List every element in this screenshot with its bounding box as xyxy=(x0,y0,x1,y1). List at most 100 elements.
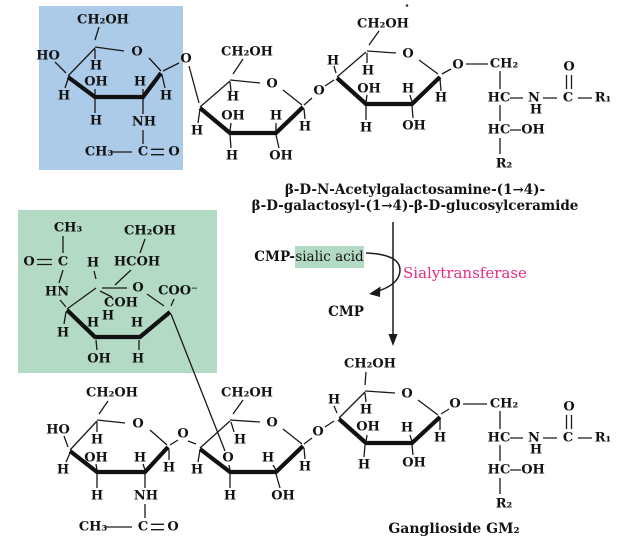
atom-label: H xyxy=(134,75,146,90)
atom-label: OH xyxy=(402,456,426,471)
atom-label: OH xyxy=(271,489,295,504)
atom-label: N xyxy=(528,431,540,446)
atom-label: OH xyxy=(87,352,111,367)
atom-label: R₂ xyxy=(496,157,513,172)
atom-label: CH₂OH xyxy=(221,386,273,401)
atom-label: OH xyxy=(269,149,293,164)
atom-label: O xyxy=(312,425,323,440)
atom-label: H xyxy=(234,433,246,448)
atom-label: C xyxy=(563,91,573,106)
bold-bond-layer xyxy=(65,71,442,475)
atom-label: H xyxy=(435,91,447,106)
atom-label: H xyxy=(132,352,144,367)
atom-label: C xyxy=(563,431,573,446)
atom-label: OH xyxy=(84,451,108,466)
atom-label: H xyxy=(87,256,99,271)
cmp-byproduct-label: CMP xyxy=(328,304,364,320)
atom-label: CH₃ xyxy=(54,221,83,236)
atom-label: H xyxy=(90,59,102,74)
atom-label: COH xyxy=(104,296,138,311)
atom-label: COO⁻ xyxy=(158,284,198,299)
atom-label: C xyxy=(138,520,148,535)
atom-label: H xyxy=(530,103,542,118)
atom-label: CH₂OH xyxy=(357,17,409,32)
atom-label: H xyxy=(270,109,282,124)
atom-label: H xyxy=(58,89,70,104)
atom-label: H xyxy=(401,421,413,436)
atom-label: H xyxy=(226,149,238,164)
atom-label: H xyxy=(87,316,99,331)
atom-label: OH xyxy=(402,119,426,134)
sialic-acid-highlight: sialic acid xyxy=(295,246,364,268)
atom-label: O xyxy=(132,281,143,296)
atom-label: O xyxy=(177,427,188,442)
atom-label: OH xyxy=(84,75,108,90)
atom-label: CH₂OH xyxy=(344,357,396,372)
substrate-caption-line1: β-D-N-Acetylgalactosamine-(1→4)- xyxy=(284,182,546,198)
atom-label: O xyxy=(131,45,142,60)
atom-label: H xyxy=(91,433,103,448)
atom-label: O xyxy=(167,520,178,535)
atom-label: CH₂OH xyxy=(124,224,176,239)
atom-label: HN xyxy=(45,285,69,300)
atom-label: H xyxy=(327,54,339,69)
atom-label: H xyxy=(160,89,172,104)
atom-label: O xyxy=(266,77,277,92)
atom-label: CH₂OH xyxy=(86,386,138,401)
atom-label: OH xyxy=(521,123,545,138)
atom-label: H xyxy=(358,458,370,473)
atom-label: H xyxy=(434,431,446,446)
atom-label: O xyxy=(222,451,233,466)
atom-label: CH₂OH xyxy=(221,45,273,60)
enzyme-label: Sialytransferase xyxy=(403,264,527,282)
atom-label: R₁ xyxy=(595,91,612,106)
atom-label: H xyxy=(362,64,374,79)
atom-label: N xyxy=(528,91,540,106)
atom-label: HC xyxy=(488,91,511,106)
atom-label: H xyxy=(102,309,114,324)
atom-label: O xyxy=(452,58,463,73)
atom-label: CH₂ xyxy=(490,397,518,412)
atom-label: HO xyxy=(36,49,60,64)
atom-label: H xyxy=(131,316,143,331)
atom-label: H xyxy=(134,451,146,466)
atom-label: CH₂ xyxy=(490,57,518,72)
atom-label: O xyxy=(266,416,277,431)
atom-label: CH₃ xyxy=(85,145,114,160)
atom-label: H xyxy=(360,121,372,136)
atom-label: H xyxy=(163,461,175,476)
atom-label: C xyxy=(58,255,68,270)
atom-label: H xyxy=(191,124,203,139)
atom-label: OH xyxy=(357,82,381,97)
atom-label: H xyxy=(402,82,414,97)
bond-layer xyxy=(37,26,592,531)
atom-label: O xyxy=(449,397,460,412)
atom-label: H xyxy=(530,443,542,458)
atom-label: H xyxy=(90,114,102,129)
atom-label: H xyxy=(299,120,311,135)
atom-label: H xyxy=(262,451,274,466)
atom-label: HC xyxy=(488,123,511,138)
atom-label: O xyxy=(168,145,179,160)
product-label: Ganglioside GM₂ xyxy=(388,521,520,537)
atom-label: O xyxy=(563,400,574,415)
atom-label: CH₂OH xyxy=(77,13,129,28)
atom-label: H xyxy=(328,393,340,408)
atom-label: HCOH xyxy=(114,255,160,270)
substitution-curve-arrow xyxy=(365,252,401,297)
atom-label: H xyxy=(227,90,239,105)
galnac-highlight-box xyxy=(39,6,183,170)
atom-label: H xyxy=(224,489,236,504)
atom-label: R₁ xyxy=(595,431,612,446)
atom-label: H xyxy=(91,489,103,504)
atom-label: CH₃ xyxy=(79,520,108,535)
atom-label: HO xyxy=(46,423,70,438)
atom-label: H xyxy=(299,460,311,475)
substrate-caption-line2: β-D-galactosyl-(1→4)-β-D-glucosylceramid… xyxy=(251,197,579,214)
substrate-caption: β-D-N-Acetylgalactosamine-(1→4)- β-D-gal… xyxy=(215,182,615,214)
stray-dot xyxy=(405,4,409,7)
atom-label: NH xyxy=(132,115,156,130)
atom-label: NH xyxy=(134,489,158,504)
